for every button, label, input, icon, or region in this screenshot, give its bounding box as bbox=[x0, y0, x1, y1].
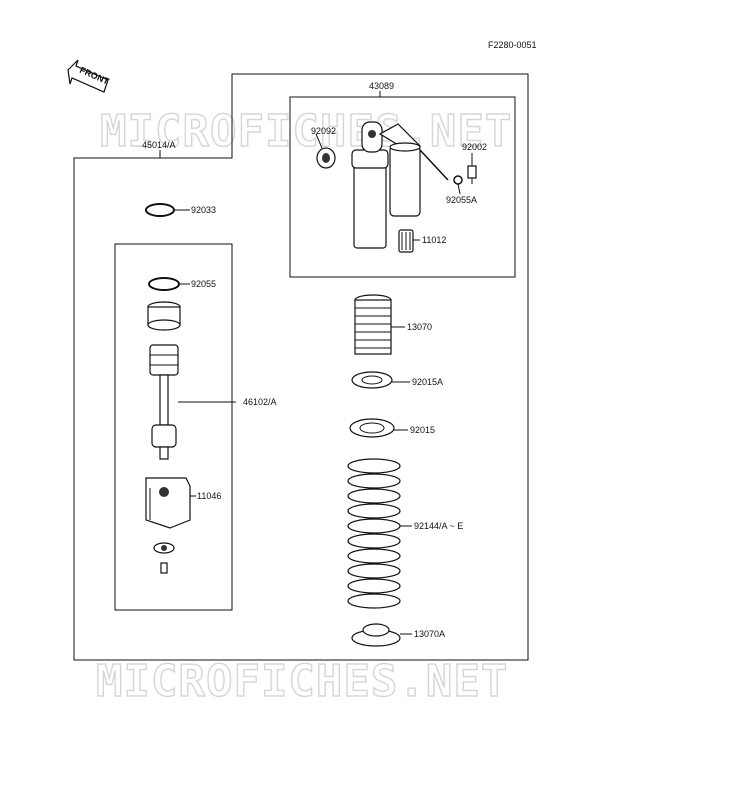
label-43089: 43089 bbox=[369, 81, 394, 91]
label-92055a: 92055A bbox=[446, 195, 477, 205]
label-92015: 92015 bbox=[410, 425, 435, 435]
small-bolt bbox=[160, 562, 168, 574]
figure-code: F2280-0051 bbox=[488, 40, 537, 50]
watermark-bottom: MICROFICHES.NET bbox=[96, 656, 508, 707]
boot-13070 bbox=[354, 294, 392, 355]
snap-ring-92033 bbox=[145, 203, 175, 217]
cap-11012 bbox=[398, 229, 414, 253]
adjuster-nut bbox=[153, 542, 175, 554]
locknut-92015a bbox=[351, 371, 393, 389]
front-arrow-icon: FRONT bbox=[67, 59, 111, 93]
label-13070: 13070 bbox=[407, 322, 432, 332]
label-46102a: 46102/A bbox=[243, 397, 277, 407]
seat-13070a bbox=[351, 623, 401, 647]
label-11012: 11012 bbox=[422, 235, 446, 245]
piston-rod-46102a bbox=[147, 301, 181, 460]
clevis-11046 bbox=[145, 477, 191, 529]
assembly-frame-45014 bbox=[73, 73, 529, 661]
nut-92015 bbox=[349, 418, 395, 438]
label-92055: 92055 bbox=[191, 279, 216, 289]
reservoir-box-43089 bbox=[289, 96, 516, 278]
shock-body-43089 bbox=[351, 121, 449, 249]
label-11046: 11046 bbox=[197, 491, 221, 501]
bushing-92092 bbox=[316, 147, 336, 169]
label-92092: 92092 bbox=[311, 126, 336, 136]
oring-92055 bbox=[148, 277, 180, 291]
bolt-92002 bbox=[467, 165, 477, 184]
label-92015a: 92015A bbox=[412, 377, 443, 387]
spring-92144 bbox=[347, 458, 401, 609]
label-45014a: 45014/A bbox=[142, 140, 176, 150]
watermark-top: MICROFICHES.NET bbox=[100, 106, 512, 157]
label-13070a: 13070A bbox=[414, 629, 445, 639]
label-92002: 92002 bbox=[462, 142, 487, 152]
label-92144: 92144/A ~ E bbox=[414, 521, 463, 531]
shaft-box-46102 bbox=[114, 243, 233, 611]
label-92033: 92033 bbox=[191, 205, 216, 215]
oring-92055a bbox=[453, 175, 463, 185]
